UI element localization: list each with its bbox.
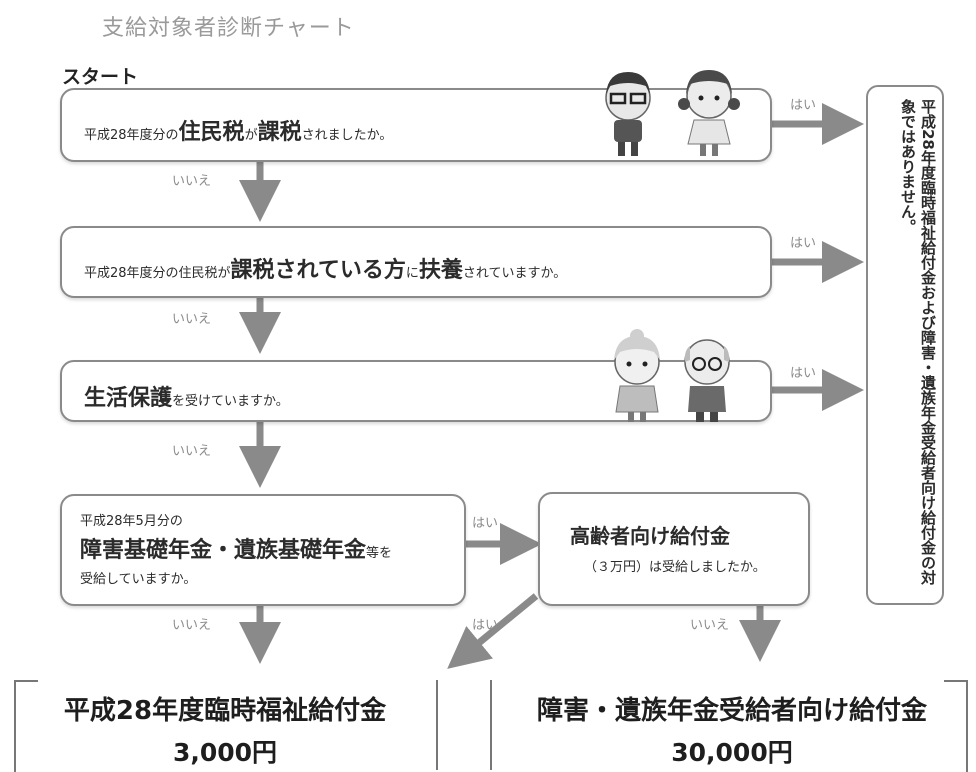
result-right-amount: 30,000円 bbox=[671, 738, 793, 767]
q1-post: されましたか。 bbox=[301, 128, 393, 143]
q5-sub: （３万円）は受給しましたか。 bbox=[584, 560, 766, 575]
result-right: 障害・遺族年金受給者向け給付金 30,000円 bbox=[494, 672, 970, 772]
q3-yes-label: はい bbox=[790, 366, 817, 381]
start-label: スタート bbox=[62, 66, 139, 88]
question-box-q2: 平成28年度分の住民税が課税されている方に扶養されていますか。 bbox=[60, 226, 772, 298]
q4-line3: 受給していますか。 bbox=[80, 572, 197, 587]
q1-mid: が bbox=[244, 128, 258, 143]
q4-big: 障害基礎年金・遺族基礎年金 bbox=[80, 538, 367, 563]
q1-big2: 課税 bbox=[257, 120, 302, 145]
q2-yes-label: はい bbox=[790, 236, 817, 251]
result-right-bracket-top bbox=[944, 680, 968, 772]
not-eligible-text: 平成28年度臨時福祉給付金および障害・遺族年金受給者向け給付金の対象ではありませ… bbox=[899, 99, 937, 585]
girl-illustration bbox=[678, 70, 740, 156]
q1-pre: 平成28年度分の bbox=[84, 128, 179, 143]
grandmother-illustration bbox=[614, 329, 660, 422]
result-left-bracket-right bbox=[430, 680, 438, 770]
q4-suffix: 等を bbox=[366, 546, 393, 561]
question-box-q4: 平成28年5月分の 障害基礎年金・遺族基礎年金等を 受給していますか。 bbox=[60, 494, 466, 606]
q1-no-label: いいえ bbox=[172, 174, 212, 189]
q3-big: 生活保護 bbox=[84, 386, 173, 411]
q5-no-label: いいえ bbox=[690, 618, 730, 633]
q2-post: されていますか。 bbox=[462, 266, 567, 281]
chart-title: 支給対象者診断チャート bbox=[102, 16, 355, 41]
q4-line1: 平成28年5月分の bbox=[80, 514, 183, 529]
q5-big: 高齢者向け給付金 bbox=[570, 524, 730, 548]
question-box-q3: 生活保護を受けていますか。 bbox=[60, 329, 772, 422]
q1-big1: 住民税 bbox=[178, 120, 245, 145]
result-left: 平成28年度臨時福祉給付金 3,000円 bbox=[18, 672, 432, 772]
q5-yes-label: はい bbox=[472, 618, 499, 633]
q4-no-label: いいえ bbox=[172, 618, 212, 633]
q1-yes-label: はい bbox=[790, 98, 817, 113]
q2-big1: 課税されている方 bbox=[230, 258, 406, 283]
result-left-name: 平成28年度臨時福祉給付金 bbox=[63, 696, 387, 726]
result-right-bracket-left bbox=[490, 680, 498, 770]
q2-no-label: いいえ bbox=[172, 312, 212, 327]
result-left-amount: 3,000円 bbox=[172, 738, 278, 767]
boy-illustration bbox=[605, 72, 651, 156]
q3-no-label: いいえ bbox=[172, 444, 212, 459]
q2-mid: に bbox=[405, 266, 419, 281]
question-box-q5: 高齢者向け給付金 （３万円）は受給しましたか。 bbox=[538, 492, 810, 606]
question-box-q1: 平成28年度分の住民税が課税されましたか。 bbox=[60, 70, 772, 162]
q2-big2: 扶養 bbox=[418, 258, 463, 283]
q2-pre: 平成28年度分の住民税が bbox=[84, 266, 231, 281]
grandfather-illustration bbox=[684, 339, 730, 422]
result-left-bracket-top bbox=[14, 680, 38, 772]
q3-post: を受けていますか。 bbox=[172, 394, 289, 409]
result-right-name: 障害・遺族年金受給者向け給付金 bbox=[536, 696, 927, 726]
not-eligible-box: 平成28年度臨時福祉給付金および障害・遺族年金受給者向け給付金の対象ではありませ… bbox=[866, 85, 944, 605]
q4-yes-label: はい bbox=[472, 516, 499, 531]
arrow-q5-yes bbox=[447, 593, 539, 669]
